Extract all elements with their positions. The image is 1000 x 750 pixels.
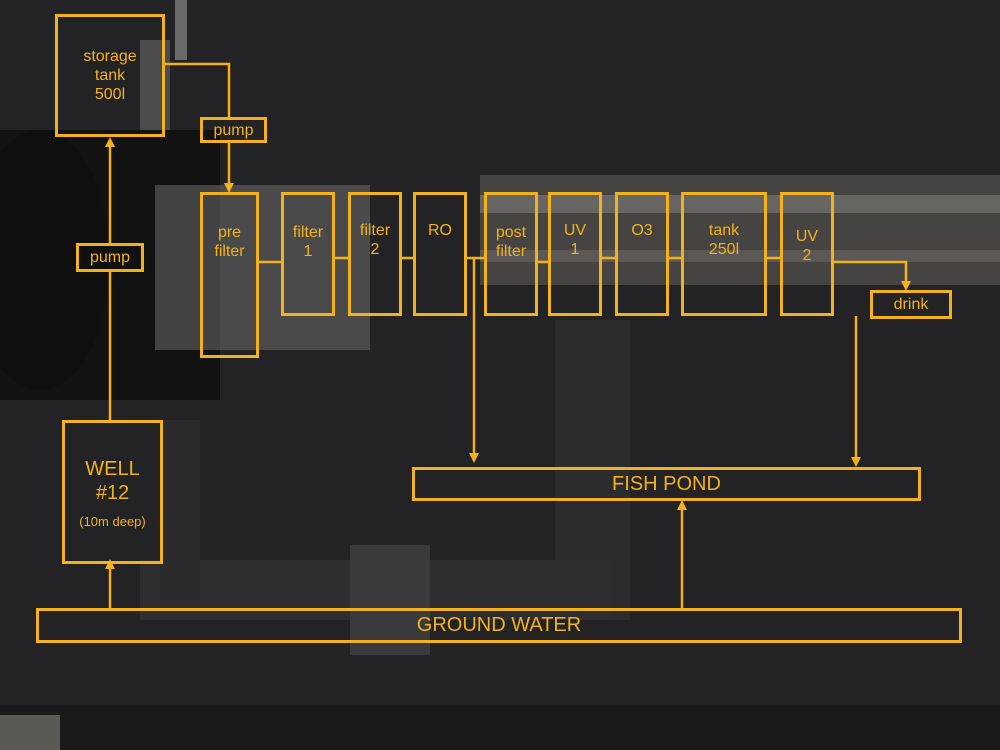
fish-pond-label: FISH POND [612, 472, 721, 495]
post-filter-box: post filter [484, 192, 538, 316]
filter-1-line2: 1 [303, 243, 313, 260]
filter-2-box: filter 2 [348, 192, 402, 316]
o3-box: O3 [615, 192, 669, 316]
storage-tank-line3: 500l [94, 86, 126, 103]
uv-1-box: UV 1 [548, 192, 602, 316]
filter-1-box: filter 1 [281, 192, 335, 316]
uv-2-line1: UV [795, 228, 819, 245]
tank-250-line1: tank [708, 222, 740, 239]
uv-1-line1: UV [563, 222, 587, 239]
pump-top-label: pump [213, 121, 254, 139]
drink-box: drink [870, 290, 952, 319]
filter-2-line2: 2 [370, 241, 380, 258]
ground-water-label: GROUND WATER [416, 614, 582, 636]
arrow-uv2-to-drink [833, 260, 911, 291]
uv-1-line2: 1 [570, 241, 580, 258]
post-filter-line1: post [495, 224, 527, 241]
pump-top-box: pump [200, 117, 267, 143]
tank-250-box: tank 250l [681, 192, 767, 316]
o3-label: O3 [631, 222, 653, 239]
fish-pond-box: FISH POND [412, 467, 921, 501]
line-storage-to-pump [165, 62, 231, 117]
tank-250-line2: 250l [708, 241, 740, 258]
ground-water-box: GROUND WATER [36, 608, 962, 643]
storage-tank-line1: storage [83, 48, 137, 65]
storage-tank-box: storage tank 500l [55, 14, 165, 137]
well-line1: WELL [85, 458, 140, 480]
pump-left-box: pump [76, 243, 144, 272]
pre-filter-line2: filter [214, 243, 245, 260]
uv-2-line2: 2 [802, 247, 812, 264]
pre-filter-line1: pre [217, 224, 242, 241]
storage-tank-line2: tank [94, 67, 126, 84]
pre-filter-box: pre filter [200, 192, 259, 358]
drink-label: drink [893, 296, 929, 313]
filter-1-line1: filter [292, 224, 324, 241]
ro-label: RO [428, 222, 452, 239]
well-box: WELL #12 (10m deep) [62, 420, 163, 564]
post-filter-line2: filter [495, 243, 527, 260]
uv-2-box: UV 2 [780, 192, 834, 316]
pump-left-label: pump [89, 249, 131, 266]
filter-2-line1: filter [359, 222, 391, 239]
well-line2: #12 [95, 482, 130, 504]
well-line3: (10m deep) [79, 514, 146, 529]
ro-box: RO [413, 192, 467, 316]
